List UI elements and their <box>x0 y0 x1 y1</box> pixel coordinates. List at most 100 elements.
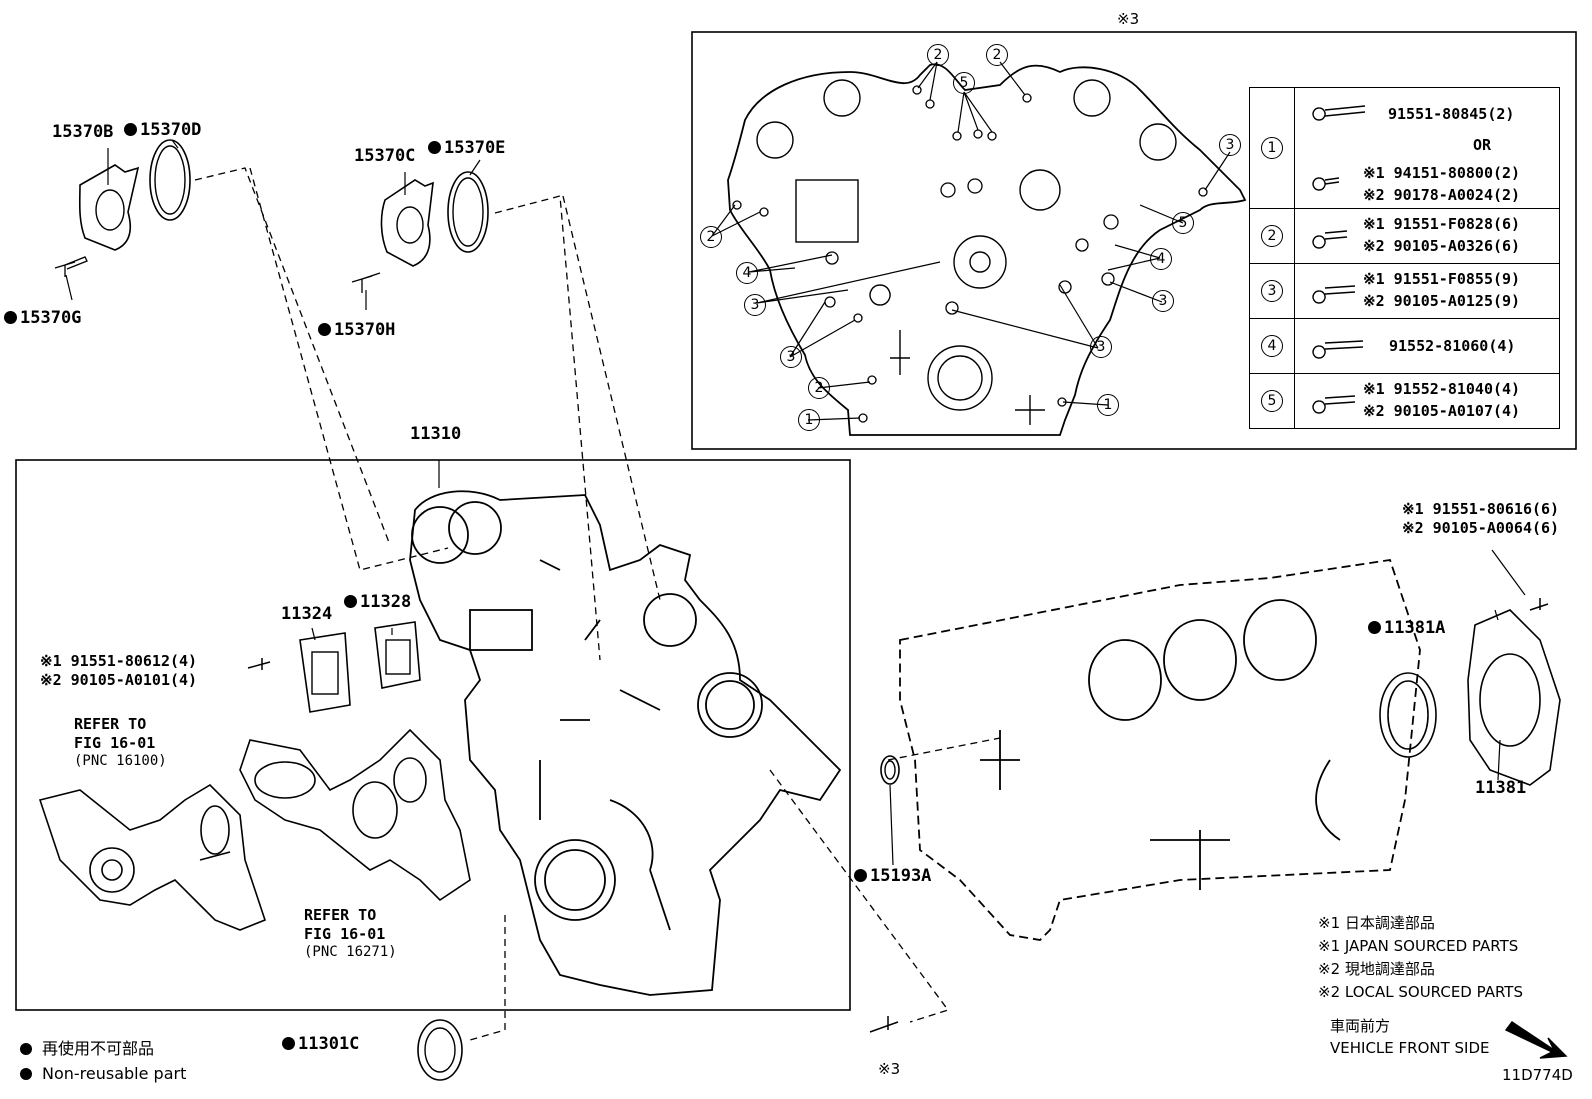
non-reusable-marker <box>4 311 17 324</box>
bolt-icon <box>1312 105 1366 191</box>
bolt-inset3 <box>869 1016 899 1033</box>
non-reusable-marker <box>854 869 867 882</box>
water-outlet-left <box>54 139 191 277</box>
row-number: 2 <box>1261 225 1283 247</box>
part-label-15370B[interactable]: 15370B <box>52 122 114 142</box>
callout-1: 1 <box>798 409 820 431</box>
assembly-dashes <box>194 167 1001 1041</box>
refer-to-16271[interactable]: REFER TO FIG 16-01 (PNC 16271) <box>304 906 397 960</box>
part-number: 91551-80845(2) <box>1388 105 1515 123</box>
part-number: ※1 94151-80800(2) <box>1363 164 1521 182</box>
timing-cover-main <box>409 490 842 996</box>
timing-cover-frame <box>15 459 851 1011</box>
callout-5: 5 <box>1172 212 1194 234</box>
inset-bolt-holes <box>732 85 1208 423</box>
bolt-icon <box>1312 340 1364 359</box>
part-number: 91552-81060(4) <box>1389 337 1516 355</box>
part-label-11381A[interactable]: 11381A <box>1368 620 1445 637</box>
part-label-15370C[interactable]: 15370C <box>354 146 416 166</box>
bolt-icon <box>1312 285 1356 304</box>
row-number: 4 <box>1261 335 1283 357</box>
non-reusable-marker <box>344 595 357 608</box>
callout-2: 2 <box>986 44 1008 66</box>
part-number: ※2 90178-A0024(2) <box>1363 186 1521 204</box>
inset-cover-outline <box>727 63 1247 436</box>
callout-1: 1 <box>1097 394 1119 416</box>
part-label-15193A[interactable]: 15193A <box>854 868 931 885</box>
callout-4: 4 <box>1150 248 1172 270</box>
part-label-15370D[interactable]: 15370D <box>124 122 201 139</box>
bolt-11324 <box>247 658 271 670</box>
non-reusable-marker <box>428 141 441 154</box>
non-reusable-marker <box>124 123 137 136</box>
callout-3: 3 <box>1152 290 1174 312</box>
bolt-label-b[interactable]: ※1 91551-80616(6) ※2 90105-A0064(6) <box>1402 500 1559 538</box>
part-number: ※2 90105-A0125(9) <box>1363 292 1521 310</box>
legend-dot <box>20 1068 32 1080</box>
callout-5: 5 <box>953 72 975 94</box>
or-text: OR <box>1473 136 1492 154</box>
part-label-15370G[interactable]: 15370G <box>4 310 81 327</box>
note-line: ※1 JAPAN SOURCED PARTS <box>1318 937 1519 955</box>
callout-2: 2 <box>700 226 722 248</box>
front-direction-arrow <box>1504 1021 1568 1059</box>
row-number: 3 <box>1261 280 1283 302</box>
part-number: ※1 91551-F0828(6) <box>1363 215 1521 233</box>
part-label-11301C[interactable]: 11301C <box>282 1036 359 1053</box>
part-leaders <box>65 139 1526 866</box>
row-number: 5 <box>1261 390 1283 412</box>
rear-oil-seal <box>1379 672 1437 758</box>
seal-11301C <box>417 1019 463 1081</box>
callout-3: 3 <box>1219 134 1241 156</box>
note-line: ※2 LOCAL SOURCED PARTS <box>1318 983 1523 1001</box>
callout-2: 2 <box>808 377 830 399</box>
legend-dot <box>20 1043 32 1055</box>
part-label-15370E[interactable]: 15370E <box>428 140 505 157</box>
non-reusable-marker <box>318 323 331 336</box>
part-number: ※2 90105-A0326(6) <box>1363 237 1521 255</box>
callout-2: 2 <box>927 44 949 66</box>
bolt-table-row: 3 ※1 91551-F0855(9) ※2 90105-A0125(9) <box>1249 263 1560 319</box>
bolt-table-row: 1 91551-80845(2) OR ※1 94151-80800(2) ※2… <box>1249 87 1560 209</box>
callout-3: 3 <box>780 346 802 368</box>
bolt-icon <box>1312 395 1356 414</box>
legend: 再使用不可部品 Non-reusable part <box>20 1036 186 1086</box>
water-outlet-right <box>351 171 489 293</box>
refer-to-16100[interactable]: REFER TO FIG 16-01 (PNC 16100) <box>74 715 167 769</box>
part-label-15370H[interactable]: 15370H <box>318 322 395 339</box>
row-number: 1 <box>1261 137 1283 159</box>
bolt-table: 1 91551-80845(2) OR ※1 94151-80800(2) ※2… <box>1249 87 1560 429</box>
bolt-label-inset3[interactable]: ※3 <box>878 1060 901 1078</box>
callout-3: 3 <box>1090 336 1112 358</box>
inset-leaders <box>711 61 1231 421</box>
water-pump-gasket <box>239 728 471 902</box>
seal-15193A <box>880 755 900 785</box>
non-reusable-marker <box>282 1037 295 1050</box>
bolt-part-number: ※1 91551-80612(4) <box>40 652 198 670</box>
non-reusable-marker <box>1368 621 1381 634</box>
part-label-11381[interactable]: 11381 <box>1475 778 1527 798</box>
part-label-11328[interactable]: 11328 <box>344 594 411 611</box>
bolt-table-row: 4 91552-81060(4) <box>1249 318 1560 374</box>
sourcing-notes: ※1 日本調達部品 ※1 JAPAN SOURCED PARTS ※2 現地調達… <box>1318 912 1523 1004</box>
part-number: ※1 91552-81040(4) <box>1363 380 1521 398</box>
part-label-11324[interactable]: 11324 <box>281 604 333 624</box>
bolt-table-row: 2 ※1 91551-F0828(6) ※2 90105-A0326(6) <box>1249 208 1560 264</box>
bolt-icon <box>1312 230 1348 249</box>
diagram-id: 11D774D <box>1502 1066 1573 1084</box>
part-number: ※2 90105-A0107(4) <box>1363 402 1521 420</box>
part-label-11310[interactable]: 11310 <box>410 424 462 444</box>
inset-marker-top: ※3 <box>1117 10 1140 28</box>
cylinder-block <box>899 558 1421 941</box>
bolt-part-number: ※1 91551-80616(6) <box>1402 500 1560 518</box>
note-line: ※2 現地調達部品 <box>1318 960 1435 978</box>
bolt-label-a[interactable]: ※1 91551-80612(4) ※2 90105-A0101(4) <box>40 652 197 690</box>
callout-4: 4 <box>736 262 758 284</box>
front-direction: 車両前方 VEHICLE FRONT SIDE <box>1330 1017 1490 1057</box>
part-number: ※1 91551-F0855(9) <box>1363 270 1521 288</box>
bolt-table-row: 5 ※1 91552-81040(4) ※2 90105-A0107(4) <box>1249 373 1560 429</box>
rear-seal-retainer <box>1467 598 1561 786</box>
callout-3: 3 <box>744 294 766 316</box>
gasket-11324 <box>299 632 351 713</box>
